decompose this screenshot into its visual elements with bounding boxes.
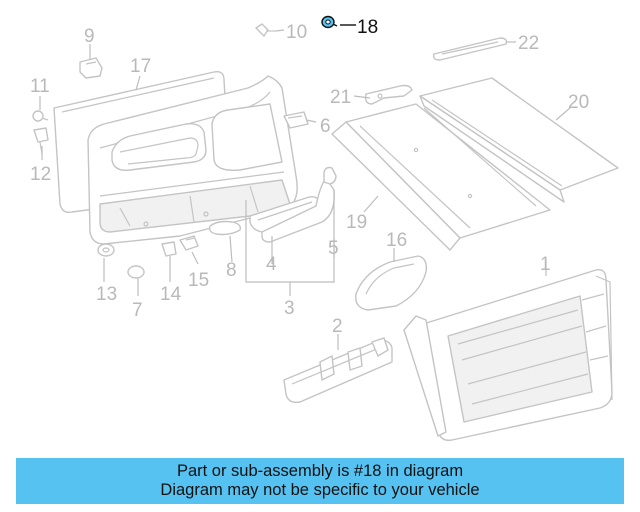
banner-line-1: Part or sub-assembly is #18 in diagram (176, 462, 464, 480)
part-21-bracket (364, 84, 413, 105)
parts-diagram: 9 17 11 12 13 7 14 15 8 4 5 3 6 10 18 22… (30, 15, 619, 441)
callout-15: 15 (188, 270, 209, 291)
callout-14: 14 (160, 284, 182, 305)
part-22-handle (432, 37, 508, 61)
part-19-floor-board (331, 103, 551, 251)
part-10-screw (255, 23, 276, 37)
callout-1: 1 (540, 254, 551, 275)
callout-12: 12 (30, 164, 51, 185)
callout-labels: 9 17 11 12 13 7 14 15 8 4 5 3 6 10 18 22… (30, 17, 589, 337)
callout-3: 3 (284, 298, 295, 319)
callout-22: 22 (518, 33, 539, 54)
part-12-clip (33, 127, 49, 155)
callout-4: 4 (266, 254, 277, 275)
callout-10: 10 (286, 22, 307, 43)
part-13-grommet (97, 243, 115, 257)
part-9-clip (79, 57, 103, 79)
callout-5: 5 (328, 238, 339, 259)
callout-16: 16 (386, 230, 407, 251)
callout-11: 11 (30, 76, 50, 97)
callout-9: 9 (84, 26, 95, 47)
callout-13: 13 (96, 284, 117, 305)
banner-line-2: Diagram may not be specific to your vehi… (160, 481, 480, 499)
part-5-side-trim (261, 166, 337, 243)
callout-6: 6 (320, 116, 331, 137)
callout-7: 7 (132, 300, 143, 321)
part-11-pin (32, 110, 49, 122)
callout-21: 21 (330, 87, 351, 108)
part-6-bracket (283, 111, 309, 129)
part-8-cap (208, 220, 242, 236)
part-1-quarter-panel (403, 269, 613, 441)
info-banner: Part or sub-assembly is #18 in diagram D… (16, 458, 624, 504)
callout-17: 17 (130, 56, 151, 77)
part-16-pad (355, 255, 428, 311)
part-20-cover-board (419, 77, 619, 203)
callout-2: 2 (332, 316, 343, 337)
part-15-clip (179, 235, 199, 251)
callout-18: 18 (357, 17, 378, 38)
callout-8: 8 (226, 260, 237, 281)
part-18-clip-highlighted[interactable] (321, 15, 338, 29)
quarter-trim-panel (87, 75, 298, 245)
callout-19: 19 (346, 212, 367, 233)
leader-lines (39, 24, 571, 350)
part-2-bracket (283, 337, 393, 404)
part-14-pin (161, 241, 177, 257)
callout-20: 20 (568, 92, 589, 113)
part-7-plug (127, 265, 145, 279)
